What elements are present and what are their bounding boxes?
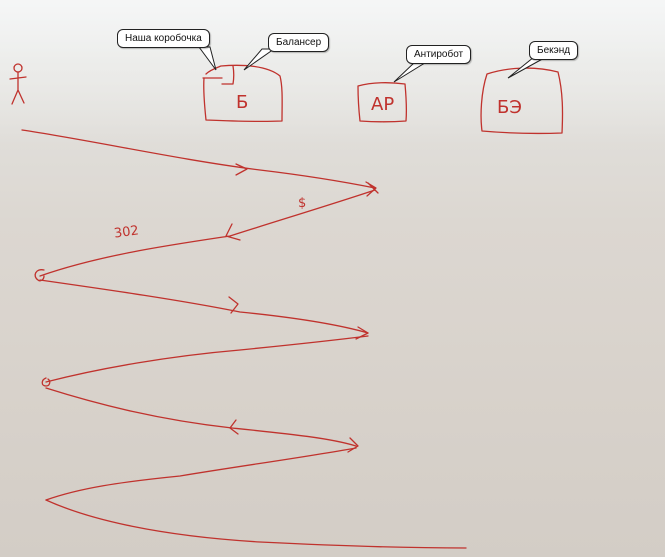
our-box-shape <box>202 64 283 123</box>
request-arrows <box>21 129 467 549</box>
redirect-code-label: 302 <box>113 223 140 241</box>
antirobot-box <box>357 82 408 123</box>
callout-balancer-text: Балансер <box>276 37 322 48</box>
whiteboard-glare <box>0 0 665 145</box>
antirobot-letters: АР <box>371 94 394 115</box>
callout-backend: Бекэнд <box>529 41 579 60</box>
callout-our-box-text: Наша коробочка <box>125 33 202 44</box>
callout-backend-text: Бекэнд <box>537 45 571 56</box>
callout-antirobot: Антиробот <box>406 45 472 64</box>
backend-letters: БЭ <box>497 97 522 118</box>
callout-pointers <box>198 46 547 83</box>
user-stick-figure <box>9 63 27 105</box>
callout-our-box: Наша коробочка <box>117 29 210 48</box>
balancer-letter: Б <box>236 92 248 113</box>
dollar-mark: $ <box>298 196 306 211</box>
callout-balancer: Балансер <box>268 33 330 52</box>
backend-box <box>480 67 564 135</box>
callout-antirobot-text: Антиробот <box>414 49 464 60</box>
